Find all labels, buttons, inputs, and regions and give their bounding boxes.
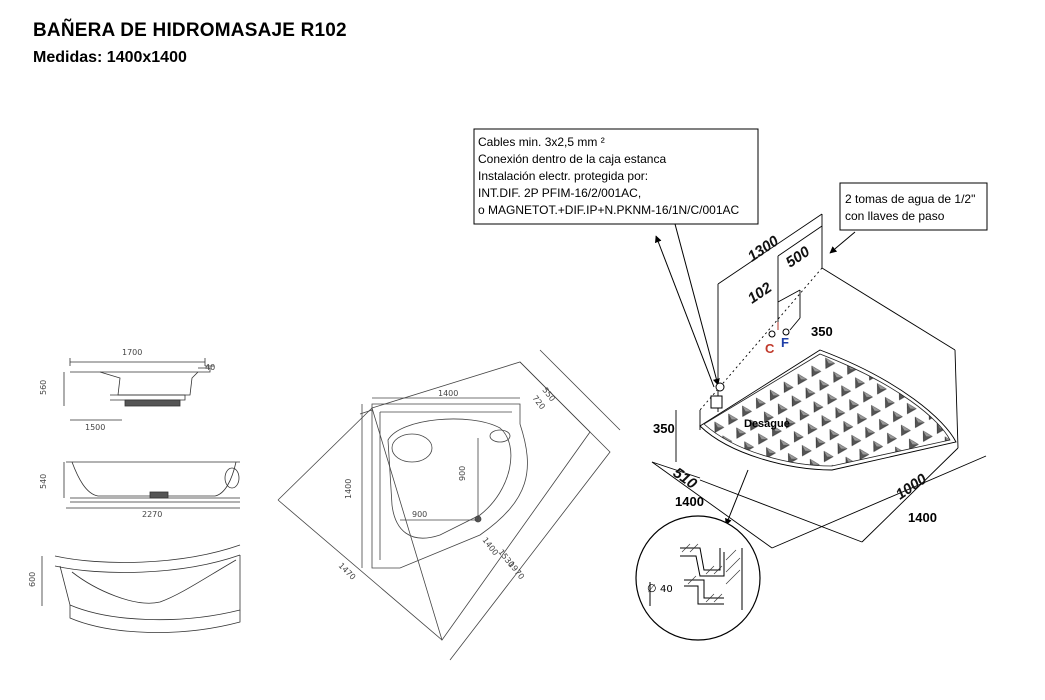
dim-600: 600 xyxy=(28,572,37,587)
electrical-note-line-5: o MAGNETOT.+DIF.IP+N.PKNM-16/1N/C/001AC xyxy=(478,203,740,217)
dim-560: 560 xyxy=(39,380,48,395)
electrical-box xyxy=(710,328,790,409)
plan-dim-1970: 1970 xyxy=(506,560,526,582)
dim-1400-left: 1400 xyxy=(675,494,704,509)
dim-540: 540 xyxy=(39,474,48,489)
electrical-note-box xyxy=(473,128,759,225)
leader-lines xyxy=(654,223,856,526)
plan-dim-1400-left: 1400 xyxy=(344,479,353,499)
drain-detail: ∅ xyxy=(635,515,761,641)
dim-350-left: 350 xyxy=(653,421,675,436)
dim-1500: 1500 xyxy=(85,423,105,432)
dim-1400-right: 1400 xyxy=(908,510,937,525)
electrical-note-line-2: Conexión dentro de la caja estanca xyxy=(478,152,666,166)
elevation-middle xyxy=(63,461,240,509)
dim-102: 102 xyxy=(745,279,776,307)
dim-510: 510 xyxy=(670,464,701,493)
water-note-box xyxy=(839,182,988,231)
drain-diameter: 40 xyxy=(660,584,673,595)
elevation-top xyxy=(63,358,214,421)
elevation-curved xyxy=(41,544,241,633)
diameter-symbol: ∅ xyxy=(647,582,657,595)
dim-500: 500 xyxy=(783,243,814,271)
tub-base-textured xyxy=(703,353,951,467)
plan-dim-900-v: 900 xyxy=(458,466,467,481)
dim-1700: 1700 xyxy=(122,348,142,357)
dim-40: 40 xyxy=(205,363,215,372)
electrical-note-line-3: Instalación electr. protegida por: xyxy=(478,169,648,183)
water-note-line-1: 2 tomas de agua de 1/2" xyxy=(845,192,975,206)
hot-water-label: C xyxy=(765,341,775,356)
page-subtitle: Medidas: 1400x1400 xyxy=(33,49,187,66)
electrical-note-line-1: Cables min. 3x2,5 mm ² xyxy=(478,135,605,149)
dim-1000: 1000 xyxy=(893,470,931,503)
plan-dim-900-h: 900 xyxy=(412,510,427,519)
dim-350-right: 350 xyxy=(811,324,833,339)
page-title: BAÑERA DE HIDROMASAJE R102 xyxy=(33,20,347,41)
plan-dim-1400-top: 1400 xyxy=(438,389,458,398)
drain-label: Desague xyxy=(744,418,790,430)
cold-water-label: F xyxy=(781,335,789,350)
plan-dim-1470: 1470 xyxy=(337,561,358,582)
plan-view xyxy=(277,349,621,661)
water-note-line-2: con llaves de paso xyxy=(845,209,945,223)
electrical-note-line-4: INT.DIF. 2P PFIM-16/2/001AC, xyxy=(478,186,641,200)
dim-1300: 1300 xyxy=(745,232,783,265)
dim-2270: 2270 xyxy=(142,510,162,519)
